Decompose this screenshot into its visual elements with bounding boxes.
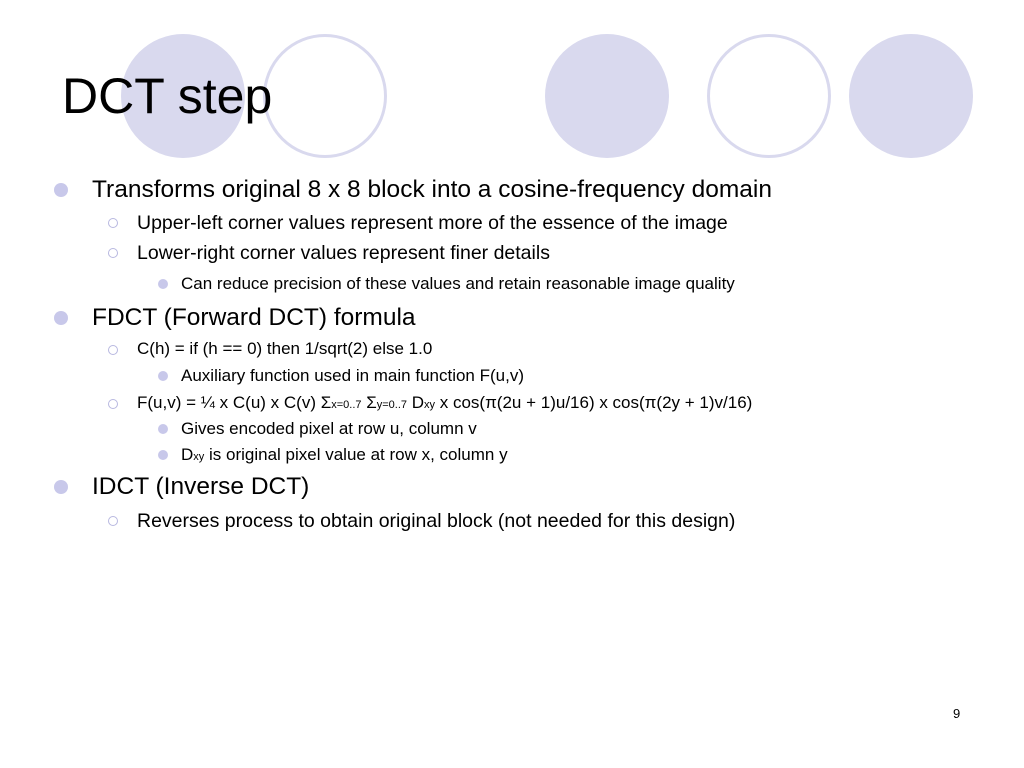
bullet-marker xyxy=(158,371,168,381)
formula-subscript: x=0..7 xyxy=(331,399,362,411)
text-part: is original pixel value at row x, column… xyxy=(204,445,508,464)
formula-subscript: xy xyxy=(424,399,436,411)
bullet-lower-right: Lower-right corner values represent fine… xyxy=(0,242,1024,266)
decor-circle-ring-1 xyxy=(263,34,387,158)
decor-circle-ring-2 xyxy=(707,34,831,158)
formula-subscript: y=0..7 xyxy=(376,399,408,411)
bullet-text: Gives encoded pixel at row u, column v xyxy=(181,419,477,438)
bullet-text: IDCT (Inverse DCT) xyxy=(92,473,310,500)
bullet-marker xyxy=(108,248,118,258)
formula-part: D xyxy=(407,393,425,412)
bullet-text: Transforms original 8 x 8 block into a c… xyxy=(92,176,772,203)
slide-title: DCT step xyxy=(62,68,273,124)
bullet-text: FDCT (Forward DCT) formula xyxy=(92,304,416,331)
decor-circle-filled-2 xyxy=(545,34,669,158)
bullet-text: Upper-left corner values represent more … xyxy=(137,212,728,234)
decor-circle-filled-3 xyxy=(849,34,973,158)
bullet-encoded-pixel: Gives encoded pixel at row u, column v xyxy=(0,419,1024,441)
formula-part: Σ xyxy=(361,393,377,412)
formula-part: x cos(π(2u + 1)u/16) x cos(π(2y + 1)v/16… xyxy=(435,393,753,412)
formula-part: F(u,v) = ¼ x C(u) x C(v) Σ xyxy=(137,393,332,412)
bullet-auxiliary: Auxiliary function used in main function… xyxy=(0,366,1024,388)
bullet-marker xyxy=(158,424,168,434)
bullet-marker xyxy=(158,279,168,289)
text-part: D xyxy=(181,445,194,464)
bullet-marker xyxy=(54,311,68,325)
page-number: 9 xyxy=(953,706,961,721)
bullet-reduce-precision: Can reduce precision of these values and… xyxy=(0,274,1024,296)
bullet-marker xyxy=(108,516,118,526)
bullet-upper-left: Upper-left corner values represent more … xyxy=(0,212,1024,236)
bullet-text: Reverses process to obtain original bloc… xyxy=(137,510,736,532)
bullet-marker xyxy=(54,480,68,494)
bullet-idct: IDCT (Inverse DCT) xyxy=(0,473,1024,503)
bullet-text: C(h) = if (h == 0) then 1/sqrt(2) else 1… xyxy=(137,339,433,358)
bullet-ch-function: C(h) = if (h == 0) then 1/sqrt(2) else 1… xyxy=(0,339,1024,361)
bullet-fdct: FDCT (Forward DCT) formula xyxy=(0,304,1024,334)
bullet-marker xyxy=(54,183,68,197)
bullet-marker xyxy=(108,218,118,228)
bullet-text: Can reduce precision of these values and… xyxy=(181,274,735,293)
bullet-original-pixel: Dxy is original pixel value at row x, co… xyxy=(0,445,1024,467)
bullet-marker xyxy=(158,450,168,460)
bullet-text: Lower-right corner values represent fine… xyxy=(137,242,550,264)
decor-circle-filled-1 xyxy=(121,34,245,158)
formula-text: F(u,v) = ¼ x C(u) x C(v) Σx=0..7 Σy=0..7… xyxy=(137,393,752,413)
text-subscript: xy xyxy=(193,451,205,463)
bullet-text: Dxy is original pixel value at row x, co… xyxy=(181,445,508,465)
bullet-marker xyxy=(108,345,118,355)
bullet-text: Auxiliary function used in main function… xyxy=(181,366,524,385)
bullet-transforms: Transforms original 8 x 8 block into a c… xyxy=(0,176,1024,206)
bullet-marker xyxy=(108,399,118,409)
bullet-fuv-formula: F(u,v) = ¼ x C(u) x C(v) Σx=0..7 Σy=0..7… xyxy=(0,393,1024,415)
bullet-reverses-process: Reverses process to obtain original bloc… xyxy=(0,510,1024,534)
